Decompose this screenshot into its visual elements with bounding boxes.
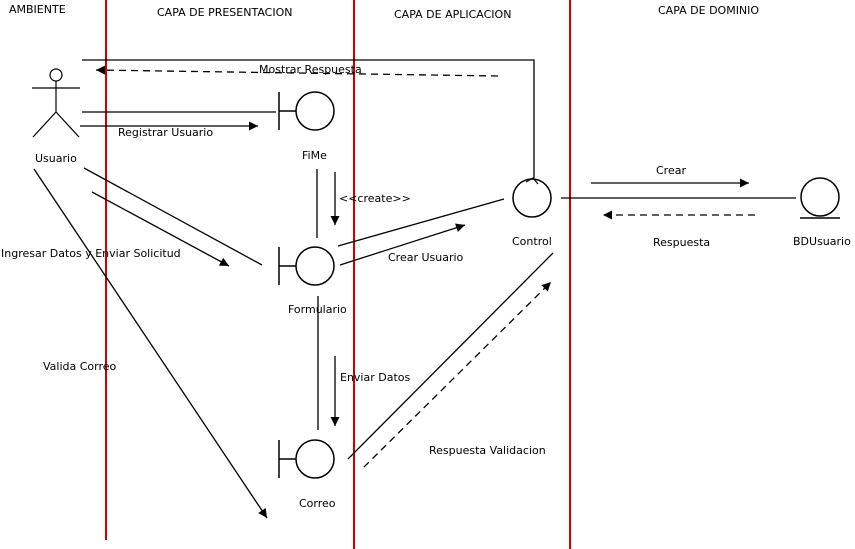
actor-head bbox=[49, 68, 63, 82]
actor-usuario bbox=[32, 68, 80, 138]
lane-dividers bbox=[105, 0, 571, 549]
lane-title-dominio: CAPA DE DOMINIO bbox=[658, 4, 759, 17]
boundary-formulario bbox=[278, 246, 335, 286]
control-object bbox=[512, 177, 552, 218]
association-actor-formulario bbox=[83, 167, 263, 266]
boundary-fime bbox=[278, 91, 335, 131]
label-create: <<create>> bbox=[339, 192, 411, 205]
arrow-ingresar-datos bbox=[91, 191, 230, 267]
entity-bdusuario bbox=[800, 177, 840, 219]
actor-leg-right bbox=[55, 111, 80, 138]
label-correo: Correo bbox=[299, 497, 336, 510]
lane-title-presentacion: CAPA DE PRESENTACION bbox=[157, 6, 292, 19]
label-enviar-datos: Enviar Datos bbox=[340, 371, 411, 384]
label-mostrar-respuesta: Mostrar Respuesta bbox=[259, 63, 362, 76]
label-bdusuario: BDUsuario bbox=[793, 235, 851, 248]
label-crear: Crear bbox=[656, 164, 686, 177]
label-ingresar-datos: Ingresar Datos y Enviar Solicitud bbox=[1, 247, 181, 260]
arrow-respuesta-validacion bbox=[363, 281, 552, 468]
label-crear-usuario: Crear Usuario bbox=[388, 251, 464, 264]
connectors bbox=[33, 59, 796, 519]
actor-leg-left bbox=[32, 111, 57, 138]
label-control: Control bbox=[512, 235, 552, 248]
label-fime: FiMe bbox=[302, 149, 327, 162]
label-valida-correo: Valida Correo bbox=[43, 360, 117, 373]
lane-title-aplicacion: CAPA DE APLICACION bbox=[394, 8, 511, 21]
association-formulario-control bbox=[337, 198, 505, 247]
arrow-crear-usuario bbox=[339, 223, 466, 266]
boundary-correo bbox=[278, 439, 335, 479]
arrow-valida-correo bbox=[33, 168, 268, 519]
association-control-actor bbox=[82, 59, 535, 178]
lane-title-ambiente: AMBIENTE bbox=[9, 3, 66, 16]
actor-label-usuario: Usuario bbox=[35, 152, 77, 165]
label-registrar-usuario: Registrar Usuario bbox=[118, 126, 213, 139]
label-respuesta-validacion: Respuesta Validacion bbox=[429, 444, 546, 457]
association-correo-control bbox=[347, 252, 554, 460]
label-respuesta: Respuesta bbox=[653, 236, 710, 249]
